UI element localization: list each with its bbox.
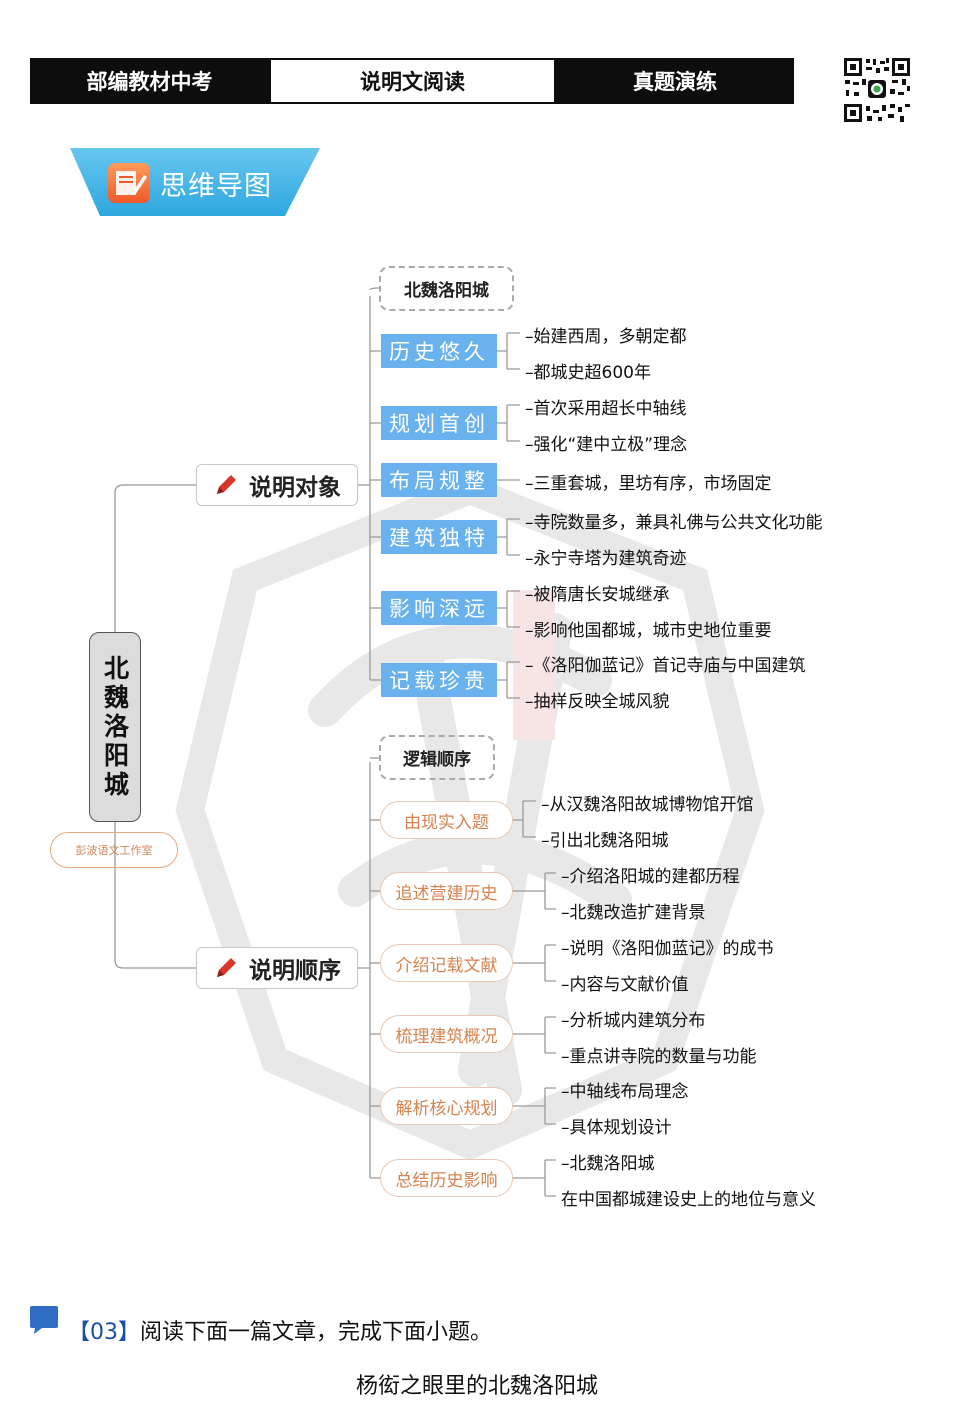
- leaf-item: –介绍洛阳城的建都历程: [561, 867, 740, 887]
- leaf-item: –北魏改造扩建背景: [561, 903, 706, 923]
- leaf-item: –重点讲寺院的数量与功能: [561, 1047, 757, 1067]
- pen-icon: [217, 475, 236, 494]
- leaf-item: –说明《洛阳伽蓝记》的成书: [561, 939, 774, 959]
- header-tab-left: 部编教材中考: [30, 58, 269, 104]
- leaf-item: –引出北魏洛阳城: [541, 831, 669, 851]
- leaf-item: –永宁寺塔为建筑奇迹: [525, 549, 687, 569]
- tag-node: 历史悠久: [381, 334, 497, 368]
- tag-node: 介绍记载文献: [380, 944, 513, 982]
- leaf-item: –被隋唐长安城继承: [525, 585, 670, 605]
- header-tab-center: 说明文阅读: [269, 58, 556, 104]
- leaf-item: –强化“建中立极”理念: [525, 435, 688, 455]
- branch-label: 说明顺序: [249, 958, 341, 984]
- branch-node-order: 说明顺序: [196, 947, 358, 989]
- branch-node-object: 说明对象: [196, 464, 358, 506]
- studio-stamp: 彭波语文工作室: [50, 832, 178, 868]
- pen-icon: [217, 958, 236, 977]
- leaf-item: 在中国都城建设史上的地位与意义: [561, 1190, 816, 1210]
- leaf-item: –影响他国都城，城市史地位重要: [525, 621, 772, 641]
- tag-node: 建筑独特: [381, 520, 497, 554]
- tag-node: 规划首创: [381, 406, 497, 440]
- leaf-item: –始建西周，多朝定都: [525, 327, 687, 347]
- tag-node: 总结历史影响: [380, 1159, 513, 1197]
- branch-label: 说明对象: [249, 475, 341, 501]
- tag-node: 布局规整: [381, 463, 497, 497]
- leaf-item: –从汉魏洛阳故城博物馆开馆: [541, 795, 754, 815]
- banner-title: 思维导图: [160, 171, 272, 202]
- task-instruction: 【03】阅读下面一篇文章，完成下面小题。: [68, 1314, 492, 1346]
- leaf-item: –寺院数量多，兼具礼佛与公共文化功能: [525, 513, 823, 533]
- header-tab-right: 真题演练: [556, 58, 794, 104]
- branch1-header: 北魏洛阳城: [379, 266, 514, 311]
- tag-node: 追述营建历史: [380, 872, 513, 910]
- qr-code-icon: [842, 56, 912, 124]
- leaf-item: –《洛阳伽蓝记》首记寺庙与中国建筑: [525, 656, 806, 676]
- watermark-seal: [175, 474, 765, 1160]
- leaf-item: –北魏洛阳城: [561, 1154, 655, 1174]
- leaf-item: –中轴线布局理念: [561, 1082, 689, 1102]
- leaf-item: –内容与文献价值: [561, 975, 689, 995]
- article-title: 杨衒之眼里的北魏洛阳城: [355, 1374, 598, 1399]
- leaf-item: –都城史超600年: [525, 363, 651, 383]
- leaf-item: –具体规划设计: [561, 1118, 672, 1138]
- leaf-item: –抽样反映全城风貌: [525, 692, 670, 712]
- task-text: 阅读下面一篇文章，完成下面小题。: [140, 1320, 493, 1345]
- branch2-header: 逻辑顺序: [379, 735, 495, 780]
- tag-node: 由现实入题: [380, 801, 513, 839]
- task-number: 【03】: [68, 1320, 140, 1345]
- comment-bookmark-icon: [30, 1306, 58, 1334]
- edit-note-icon: [108, 163, 150, 203]
- leaf-item: –首次采用超长中轴线: [525, 399, 687, 419]
- leaf-item: –三重套城，里坊有序，市场固定: [525, 474, 772, 494]
- tag-node: 梳理建筑概况: [380, 1015, 513, 1053]
- mindmap-root-node: 北魏洛阳城: [89, 632, 141, 822]
- leaf-item: –分析城内建筑分布: [561, 1011, 706, 1031]
- root-label: 北魏洛阳城: [100, 654, 130, 800]
- tag-node: 记载珍贵: [381, 663, 497, 697]
- tag-node: 解析核心规划: [380, 1087, 513, 1125]
- tag-node: 影响深远: [381, 591, 497, 625]
